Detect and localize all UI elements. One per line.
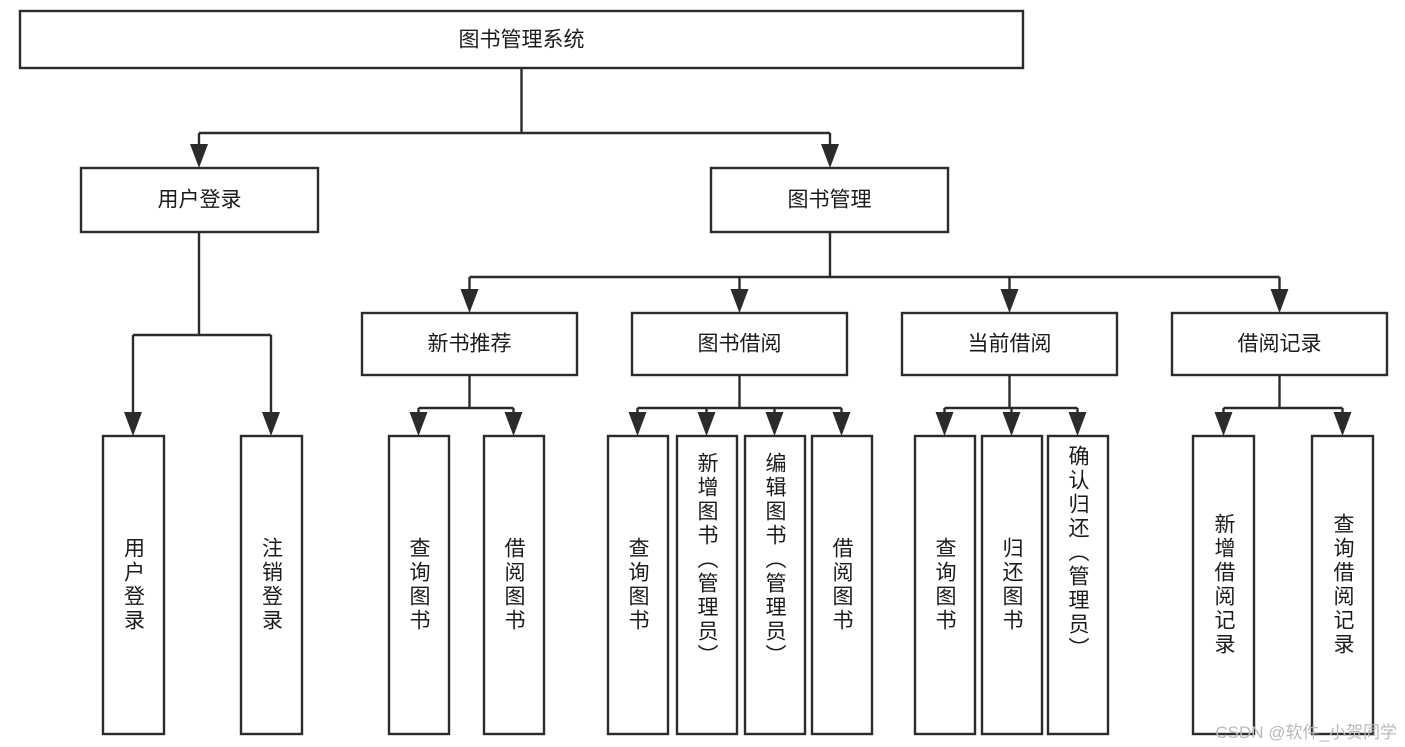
arrow-head-bb-leaf-3 [765,412,784,436]
node-root-book-management-system[interactable]: 图书管理系统 [18,9,1025,70]
arrow-head-cb-leaf-2 [1002,412,1021,436]
leaf-label-borrow-record-query: 查询借阅记录 [1331,513,1355,657]
leaf-label-user-login-logout: 注销登录 [260,537,284,633]
leaf-box-user-login-login[interactable] [101,434,166,736]
arrow-head-nb-leaf-2 [504,412,523,436]
leaf-box-book-borrow-query[interactable] [606,434,670,736]
node-label-root: 图书管理系统 [459,29,585,52]
leaf-box-current-borrow-query[interactable] [913,434,977,736]
leaf-user-login-login[interactable]: 用户登录 [101,434,166,736]
arrow-head-bb-leaf-4 [832,412,851,436]
leaf-label-current-borrow-query: 查询图书 [933,537,957,633]
leaf-new-book-query[interactable]: 查询图书 [387,434,451,736]
node-box-book-borrow[interactable] [630,311,849,377]
leaf-box-new-book-query[interactable] [387,434,451,736]
node-label-current-borrow: 当前借阅 [968,333,1052,356]
leaf-label-borrow-record-add: 新增借阅记录 [1212,513,1236,657]
arrow-head-cb-leaf-3 [1068,412,1087,436]
arrow-head-leaf-logout [262,412,280,436]
leaf-box-book-borrow-edit[interactable] [743,434,807,736]
leaf-box-current-borrow-confirm[interactable] [1046,434,1110,736]
leaf-book-borrow-add[interactable]: 新增图书（管理员） [675,434,739,736]
leaf-box-current-borrow-return[interactable] [980,434,1044,736]
arrow-head-new-book-recommend [460,289,479,313]
node-book-borrow[interactable]: 图书借阅 [630,311,849,377]
leaf-borrow-record-add[interactable]: 新增借阅记录 [1191,434,1256,736]
node-current-borrow[interactable]: 当前借阅 [900,311,1119,377]
arrow-head-nb-leaf-1 [409,412,428,436]
node-label-borrow-record: 借阅记录 [1238,333,1322,356]
leaf-box-borrow-record-add[interactable] [1191,434,1256,736]
leaf-box-book-borrow-borrow[interactable] [810,434,874,736]
node-user-login[interactable]: 用户登录 [79,166,320,234]
leaf-borrow-record-query[interactable]: 查询借阅记录 [1310,434,1375,736]
arrow-head-book-manage [821,144,839,168]
leaf-box-user-login-logout[interactable] [239,434,304,736]
leaf-box-book-borrow-add[interactable] [675,434,739,736]
arrow-head-user-login [190,144,208,168]
connector-layer [124,68,1352,436]
arrow-head-borrow-record [1270,289,1289,313]
leaf-box-borrow-record-query[interactable] [1310,434,1375,736]
leaf-book-borrow-borrow[interactable]: 借阅图书 [810,434,874,736]
leaf-label-book-borrow-add: 新增图书（管理员） [695,452,719,668]
leaf-current-borrow-return[interactable]: 归还图书 [980,434,1044,736]
arrow-head-cb-leaf-1 [935,412,954,436]
leaf-book-borrow-query[interactable]: 查询图书 [606,434,670,736]
node-box-book-management[interactable] [709,166,950,234]
node-label-book-management: 图书管理 [788,189,872,212]
leaf-book-borrow-edit[interactable]: 编辑图书（管理员） [743,434,807,736]
arrow-head-bb-leaf-2 [697,412,716,436]
leaf-label-new-book-query: 查询图书 [407,537,431,633]
leaf-box-new-book-borrow[interactable] [482,434,546,736]
leaf-label-book-borrow-borrow: 借阅图书 [830,537,854,633]
node-label-user-login: 用户登录 [158,189,242,212]
leaf-label-book-borrow-edit: 编辑图书（管理员） [763,452,787,668]
leaf-current-borrow-query[interactable]: 查询图书 [913,434,977,736]
node-box-root[interactable] [18,9,1025,70]
leaf-label-current-borrow-confirm: 确认归还（管理员） [1066,445,1090,661]
leaf-new-book-borrow[interactable]: 借阅图书 [482,434,546,736]
arrow-head-leaf-user-login [124,412,142,436]
csdn-watermark: CSDN @软件_小贺同学 [1215,723,1397,742]
leaf-label-current-borrow-return: 归还图书 [1000,537,1024,633]
arrow-head-current-borrow [1000,289,1019,313]
node-box-current-borrow[interactable] [900,311,1119,377]
node-label-new-book-recommend: 新书推荐 [428,333,512,356]
node-new-book-recommend[interactable]: 新书推荐 [360,311,579,377]
node-book-management[interactable]: 图书管理 [709,166,950,234]
node-box-user-login[interactable] [79,166,320,234]
leaf-label-book-borrow-query: 查询图书 [626,537,650,633]
node-box-new-book-recommend[interactable] [360,311,579,377]
arrow-head-book-borrow [730,289,749,313]
leaf-label-new-book-borrow: 借阅图书 [502,537,526,633]
node-label-book-borrow: 图书借阅 [698,333,782,356]
node-borrow-record[interactable]: 借阅记录 [1170,311,1389,377]
arrow-head-br-leaf-1 [1214,412,1233,436]
node-box-borrow-record[interactable] [1170,311,1389,377]
arrow-head-br-leaf-2 [1333,412,1352,436]
arrow-head-bb-leaf-1 [628,412,647,436]
leaf-current-borrow-confirm[interactable]: 确认归还（管理员） [1046,434,1110,736]
leaf-label-user-login-login: 用户登录 [122,537,146,633]
leaf-user-login-logout[interactable]: 注销登录 [239,434,304,736]
